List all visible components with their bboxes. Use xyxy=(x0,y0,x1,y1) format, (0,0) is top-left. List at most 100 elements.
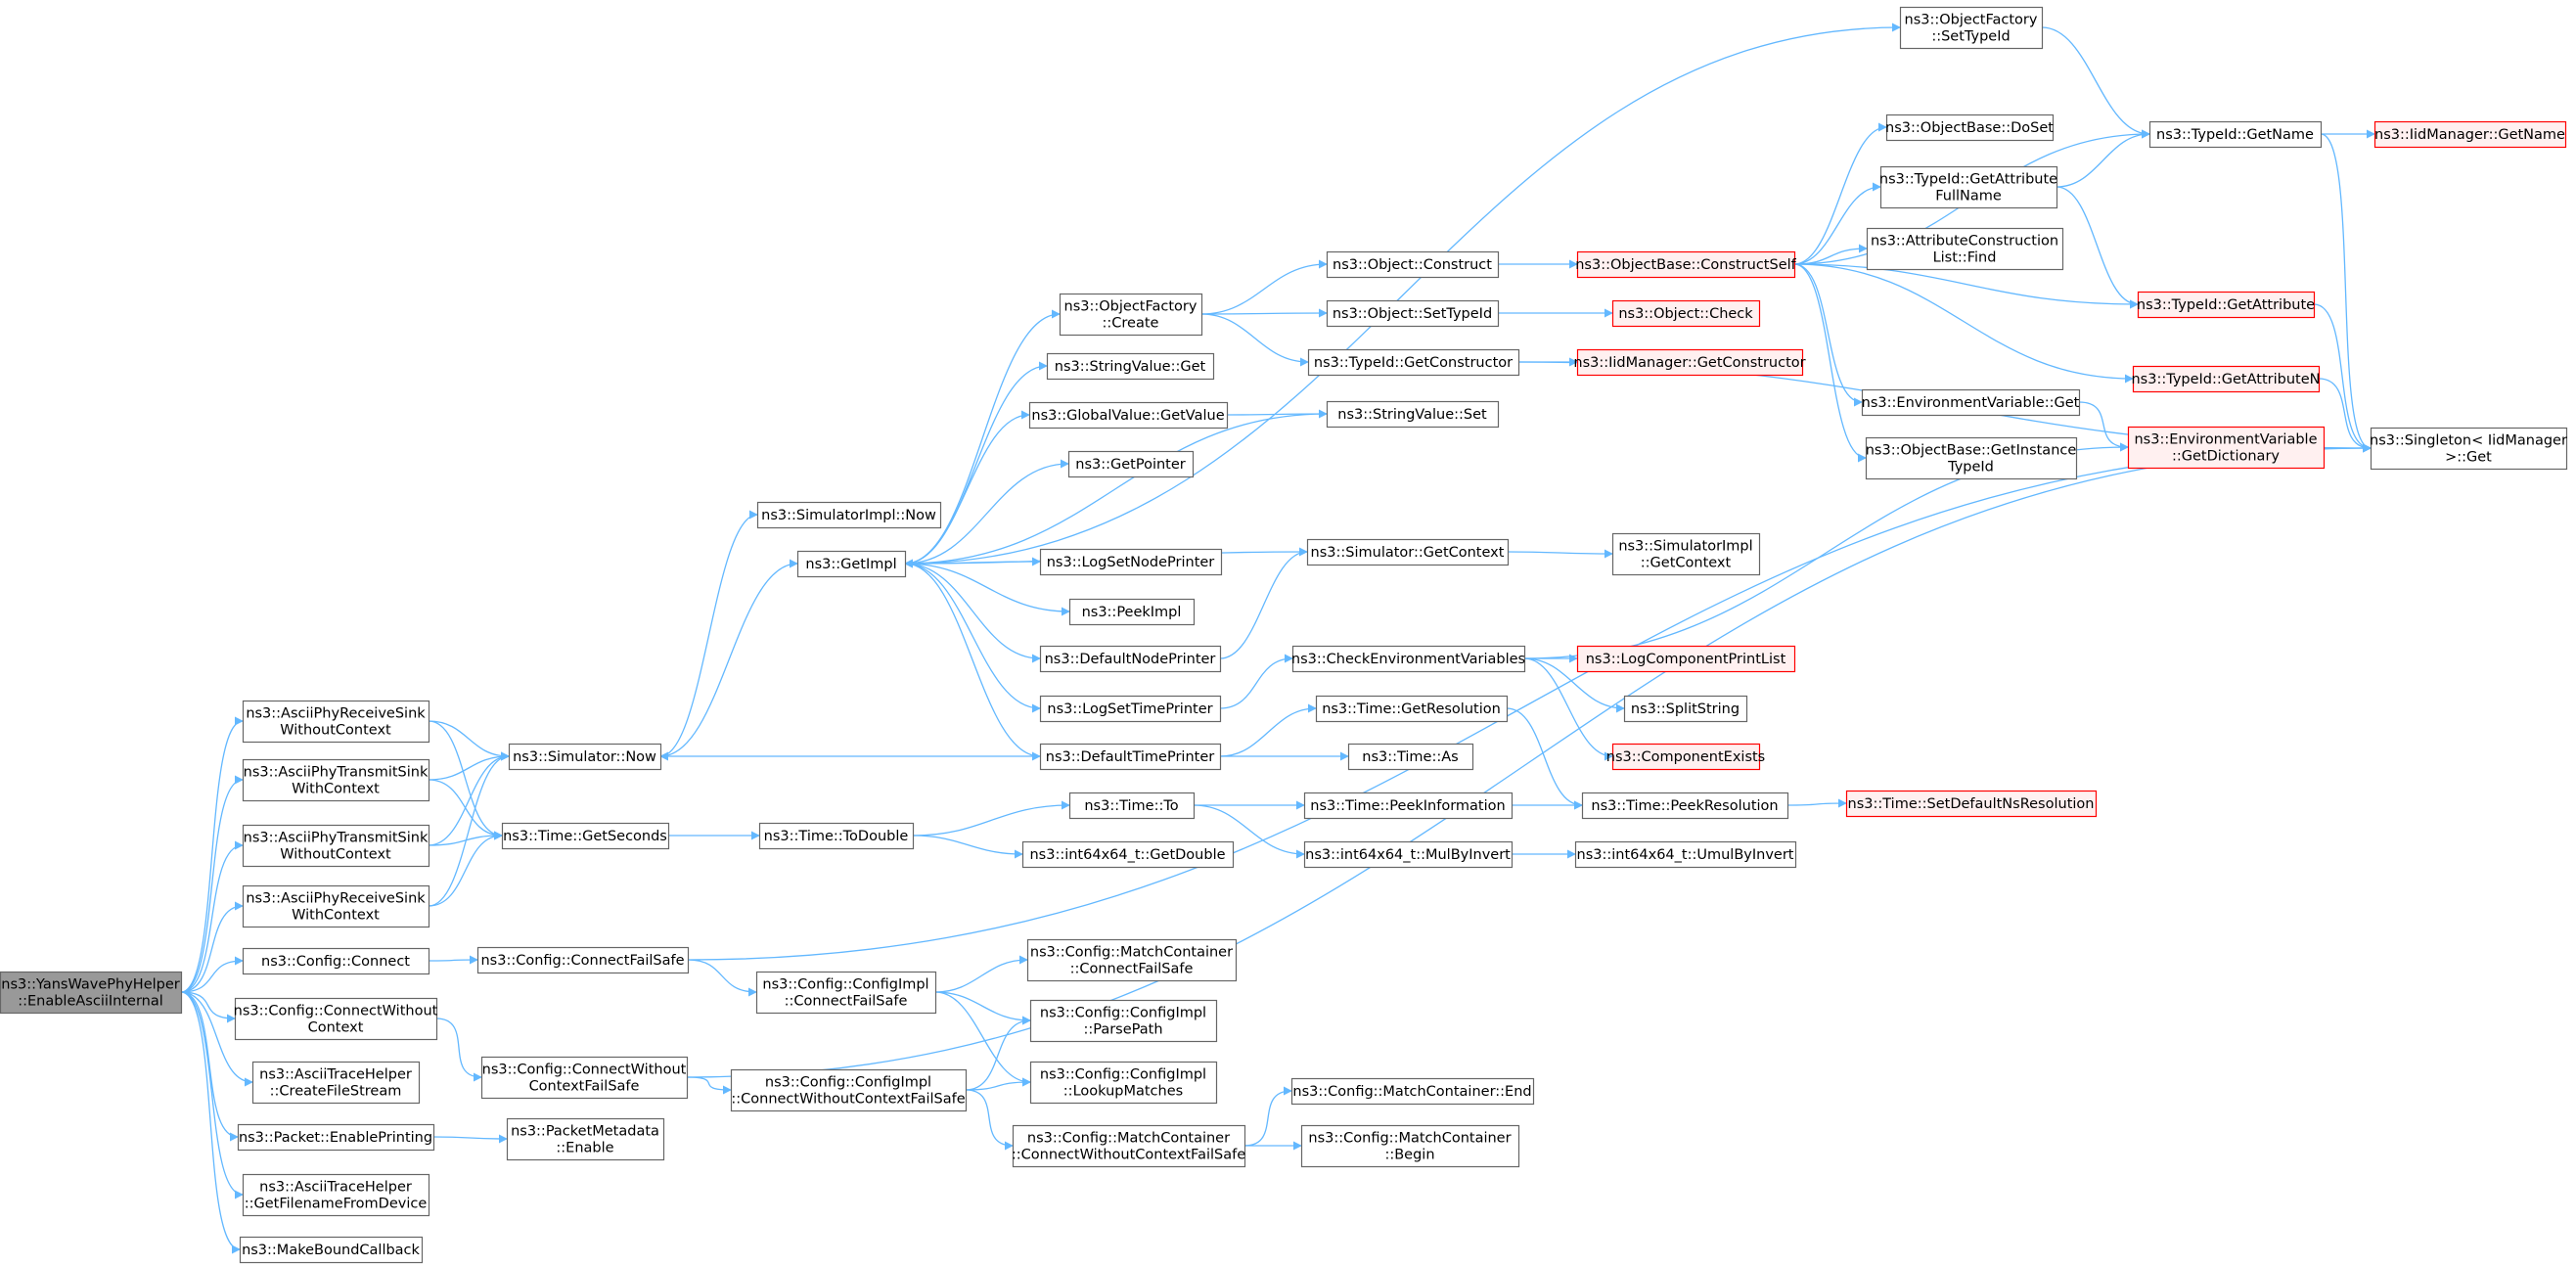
node-sim-getcontext[interactable]: ns3::Simulator::GetContext xyxy=(1306,538,1510,566)
node-time-get-seconds[interactable]: ns3::Time::GetSeconds xyxy=(501,822,670,850)
node-objectbase-doset[interactable]: ns3::ObjectBase::DoSet xyxy=(1885,113,2055,142)
node-get-impl[interactable]: ns3::GetImpl xyxy=(796,550,907,578)
node-label: TypeId xyxy=(1947,460,1994,475)
node-label: ns3::ComponentExists xyxy=(1606,749,1766,765)
node-iid-getconstructor[interactable]: ns3::IidManager::GetConstructor xyxy=(1573,348,1806,377)
node-box xyxy=(1046,352,1215,381)
node-iid-getname[interactable]: ns3::IidManager::GetName xyxy=(2373,120,2567,149)
node-box xyxy=(1029,999,1218,1043)
node-object-check[interactable]: ns3::Object::Check xyxy=(1611,299,1761,328)
node-config-connect-wo[interactable]: ns3::Config::ConnectWithoutContext xyxy=(234,997,438,1041)
node-label: ns3::ObjectBase::ConstructSelf xyxy=(1575,257,1796,273)
node-label: ns3::ObjectBase::GetInstance xyxy=(1866,443,2077,459)
node-simimpl-getcontext[interactable]: ns3::SimulatorImpl::GetContext xyxy=(1611,532,1761,576)
node-label: ns3::AsciiPhyTransmitSink xyxy=(244,765,429,781)
edge-default-time-printer-to-time-getresolution xyxy=(1219,703,1317,757)
node-objfactory-settypeid[interactable]: ns3::ObjectFactory::SetTypeId xyxy=(1899,6,2044,50)
node-int64-umulbyinvert[interactable]: ns3::int64x64_t::UmulByInvert xyxy=(1574,840,1797,869)
node-simimpl-now[interactable]: ns3::SimulatorImpl::Now xyxy=(756,501,942,529)
node-typeid-getattributen[interactable]: ns3::TypeId::GetAttributeN xyxy=(2131,365,2321,393)
node-time-getresolution[interactable]: ns3::Time::GetResolution xyxy=(1315,695,1509,723)
node-cfgimpl-lookup[interactable]: ns3::Config::ConfigImpl::LookupMatches xyxy=(1029,1061,1218,1105)
node-default-node-printer[interactable]: ns3::DefaultNodePrinter xyxy=(1039,645,1222,673)
node-time-setdefaultns[interactable]: ns3::Time::SetDefaultNsResolution xyxy=(1845,790,2098,818)
node-config-cfs[interactable]: ns3::Config::ConnectFailSafe xyxy=(476,946,690,974)
node-label: ns3::TypeId::GetConstructor xyxy=(1314,355,1513,371)
node-label: ns3::DefaultNodePrinter xyxy=(1045,652,1216,667)
node-log-component-printlist[interactable]: ns3::LogComponentPrintList xyxy=(1576,645,1796,673)
node-sim-now[interactable]: ns3::Simulator::Now xyxy=(508,743,662,771)
node-typeid-getname[interactable]: ns3::TypeId::GetName xyxy=(2148,120,2323,149)
node-singleton-get[interactable]: ns3::Singleton< IidManager>::Get xyxy=(2370,427,2568,471)
node-check-env-vars[interactable]: ns3::CheckEnvironmentVariables xyxy=(1291,645,1525,673)
node-get-pointer[interactable]: ns3::GetPointer xyxy=(1067,450,1195,478)
node-time-as[interactable]: ns3::Time::As xyxy=(1347,743,1474,771)
node-box xyxy=(1865,436,2078,480)
node-cfgimpl-parsepath[interactable]: ns3::Config::ConfigImpl::ParsePath xyxy=(1029,999,1218,1043)
node-config-connect[interactable]: ns3::Config::Connect xyxy=(242,947,430,975)
node-box xyxy=(1306,538,1510,566)
node-cfgimpl-cwcfs[interactable]: ns3::Config::ConfigImpl::ConnectWithoutC… xyxy=(730,1068,968,1112)
node-cfgimpl-cfs[interactable]: ns3::Config::ConfigImpl::ConnectFailSafe xyxy=(755,971,937,1015)
node-split-string[interactable]: ns3::SplitString xyxy=(1623,695,1748,723)
node-label: ns3::GetImpl xyxy=(805,557,896,572)
node-stringvalue-set[interactable]: ns3::StringValue::Set xyxy=(1326,400,1500,429)
node-config-cwcfs[interactable]: ns3::Config::ConnectWithoutContextFailSa… xyxy=(480,1056,689,1100)
node-time-to[interactable]: ns3::Time::To xyxy=(1068,792,1196,820)
node-box xyxy=(1303,792,1514,820)
node-peek-impl[interactable]: ns3::PeekImpl xyxy=(1068,598,1196,626)
node-label: ::ConnectWithoutContextFailSafe xyxy=(731,1092,965,1108)
node-label: ns3::Time::ToDouble xyxy=(764,829,909,844)
node-component-exists[interactable]: ns3::ComponentExists xyxy=(1606,743,1766,771)
node-mc-end[interactable]: ns3::Config::MatchContainer::End xyxy=(1290,1077,1535,1106)
node-label: ::ParsePath xyxy=(1083,1022,1162,1038)
node-box xyxy=(1885,113,2055,142)
node-default-time-printer[interactable]: ns3::DefaultTimePrinter xyxy=(1039,743,1222,771)
node-ascii-create-fs[interactable]: ns3::AsciiTraceHelper::CreateFileStream xyxy=(251,1061,421,1105)
node-object-settypeid[interactable]: ns3::Object::SetTypeId xyxy=(1326,299,1500,328)
node-box xyxy=(1068,792,1196,820)
node-int64-getdouble[interactable]: ns3::int64x64_t::GetDouble xyxy=(1021,840,1235,869)
node-root[interactable]: ns3::YansWavePhyHelper::EnableAsciiInter… xyxy=(0,971,183,1015)
node-typeid-getattribute[interactable]: ns3::TypeId::GetAttribute xyxy=(2137,291,2315,319)
node-time-to-double[interactable]: ns3::Time::ToDouble xyxy=(758,822,915,850)
edge-typeid-getattr-fullname-to-typeid-getattribute xyxy=(2056,186,2139,309)
edge-get-impl-to-get-pointer xyxy=(904,459,1069,565)
node-box xyxy=(796,550,907,578)
node-objfactory-create[interactable]: ns3::ObjectFactory::Create xyxy=(1059,293,1203,337)
node-int64-mulbyinvert[interactable]: ns3::int64x64_t::MulByInvert xyxy=(1303,840,1514,869)
node-ascii-get-filename[interactable]: ns3::AsciiTraceHelper::GetFilenameFromDe… xyxy=(242,1173,430,1217)
node-label: ::SetTypeId xyxy=(1931,29,2010,45)
node-log-set-node-printer[interactable]: ns3::LogSetNodePrinter xyxy=(1039,548,1223,576)
node-make-bound-cb[interactable]: ns3::MakeBoundCallback xyxy=(239,1236,424,1264)
node-typeid-getconstructor[interactable]: ns3::TypeId::GetConstructor xyxy=(1307,348,1520,377)
node-box xyxy=(1576,645,1796,673)
node-packet-metadata-enable[interactable]: ns3::PacketMetadata::Enable xyxy=(506,1117,665,1161)
node-objectbase-constructself[interactable]: ns3::ObjectBase::ConstructSelf xyxy=(1575,250,1797,279)
node-mc-cfs[interactable]: ns3::Config::MatchContainer::ConnectFail… xyxy=(1026,938,1238,982)
node-box xyxy=(1326,400,1500,429)
node-envvar-get[interactable]: ns3::EnvironmentVariable::Get xyxy=(1862,388,2081,417)
node-label: ns3::TypeId::GetAttributeN xyxy=(2131,372,2320,387)
node-log-set-time-printer[interactable]: ns3::LogSetTimePrinter xyxy=(1039,695,1222,723)
node-object-construct[interactable]: ns3::Object::Construct xyxy=(1326,250,1500,279)
node-label: ns3::Config::MatchContainer::End xyxy=(1292,1084,1531,1100)
node-time-peekresolution[interactable]: ns3::Time::PeekResolution xyxy=(1581,792,1789,820)
node-mc-cwcfs[interactable]: ns3::Config::MatchContainer::ConnectWith… xyxy=(1012,1124,1245,1168)
node-globalvalue-getvalue[interactable]: ns3::GlobalValue::GetValue xyxy=(1028,401,1229,430)
node-box xyxy=(1039,695,1222,723)
node-label: WithoutContext xyxy=(280,723,391,739)
edge-time-to-double-to-time-to xyxy=(912,800,1070,837)
node-packet-enable-printing[interactable]: ns3::Packet::EnablePrinting xyxy=(237,1123,435,1152)
node-stringvalue-get[interactable]: ns3::StringValue::Get xyxy=(1046,352,1215,381)
node-mc-begin[interactable]: ns3::Config::MatchContainer::Begin xyxy=(1300,1124,1520,1168)
node-time-peekinfo[interactable]: ns3::Time::PeekInformation xyxy=(1303,792,1514,820)
node-envvar-getdict[interactable]: ns3::EnvironmentVariable::GetDictionary xyxy=(2127,426,2326,470)
